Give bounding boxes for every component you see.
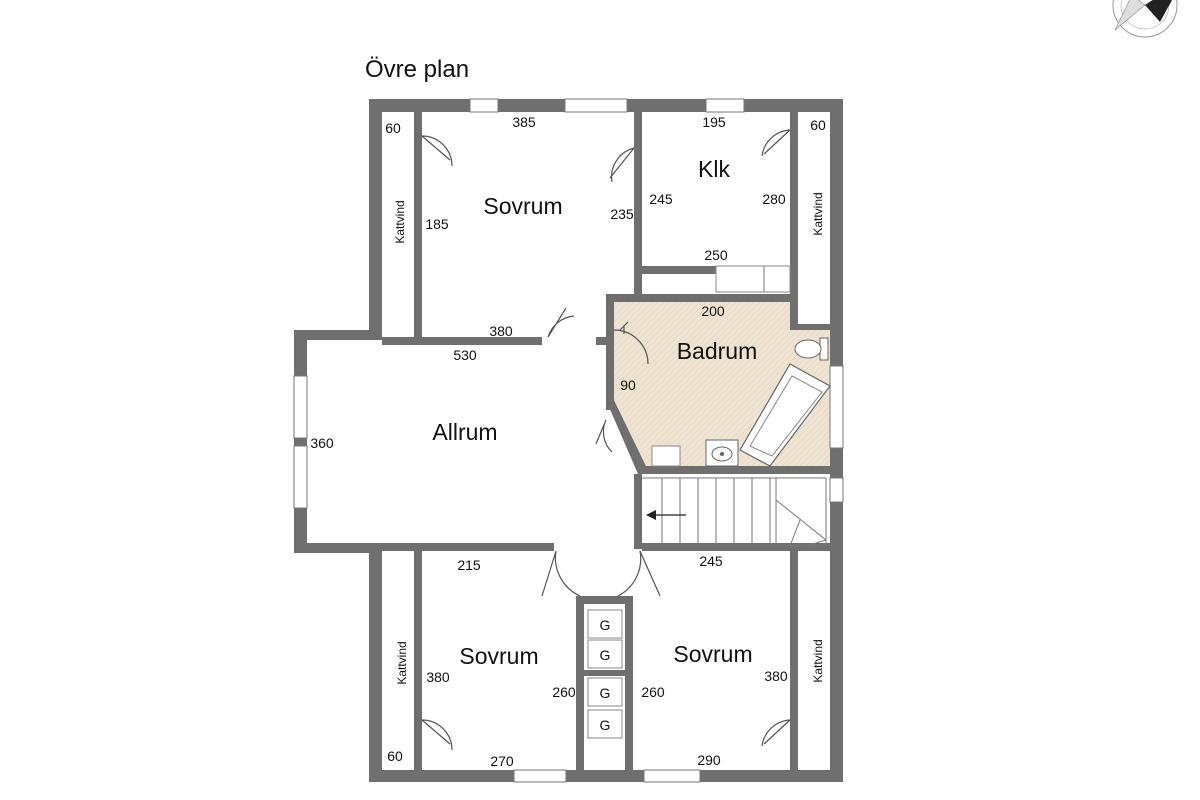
room-label-kattvind: Kattvind [395, 641, 409, 684]
closet-label: G [600, 685, 611, 701]
closet-label: G [600, 617, 611, 633]
room-label-allrum: Allrum [432, 419, 497, 445]
room-label-kattvind: Kattvind [393, 200, 407, 243]
washer-icon [651, 445, 681, 467]
dimension-label: 280 [762, 191, 786, 207]
dimension-label: 200 [701, 303, 725, 319]
toilet-icon [794, 337, 829, 361]
dimension-label: 380 [426, 669, 450, 685]
dimension-label: 290 [697, 752, 721, 768]
plan-title: Övre plan [365, 56, 469, 83]
dimension-label: 60 [387, 748, 403, 764]
dimension-label: 235 [610, 206, 634, 222]
dimension-label: 60 [385, 120, 401, 136]
dimension-label: 270 [490, 753, 514, 769]
sink-icon [705, 439, 739, 467]
dimension-label: 260 [641, 684, 665, 700]
dimension-label: 90 [620, 377, 636, 393]
dimension-label: 245 [649, 191, 673, 207]
windows [293, 98, 844, 783]
dimension-label: 250 [704, 247, 728, 263]
dimension-label: 60 [810, 117, 826, 133]
dimension-label: 260 [552, 684, 576, 700]
room-label-kattvind: Kattvind [811, 639, 825, 682]
dimension-label: 380 [764, 668, 788, 684]
dimension-label: 360 [310, 435, 334, 451]
room-label-sovrum-bottom-left: Sovrum [459, 643, 538, 669]
dimension-label: 215 [457, 557, 481, 573]
bathtub-icon [739, 363, 831, 467]
dimension-label: 185 [425, 216, 449, 232]
dimension-label: 195 [702, 114, 726, 130]
dimension-label: 380 [489, 323, 513, 339]
stair-direction-arrow-icon [646, 510, 686, 520]
doors [421, 129, 791, 751]
dimension-label: 530 [453, 347, 477, 363]
room-label-klk: Klk [698, 156, 730, 182]
room-label-badrum: Badrum [677, 338, 758, 364]
room-label-sovrum-bottom-right: Sovrum [673, 641, 752, 667]
closet-block: G G G G [587, 609, 623, 739]
room-label-kattvind: Kattvind [811, 192, 825, 235]
dimension-label: 245 [699, 553, 723, 569]
dimension-label: 385 [512, 114, 536, 130]
closet-label: G [600, 717, 611, 733]
staircase [642, 477, 827, 547]
klk-shelf [715, 265, 791, 293]
room-label-sovrum-top: Sovrum [483, 193, 562, 219]
compass-icon [1112, 0, 1178, 38]
closet-label: G [600, 647, 611, 663]
drain-icon [619, 321, 629, 334]
